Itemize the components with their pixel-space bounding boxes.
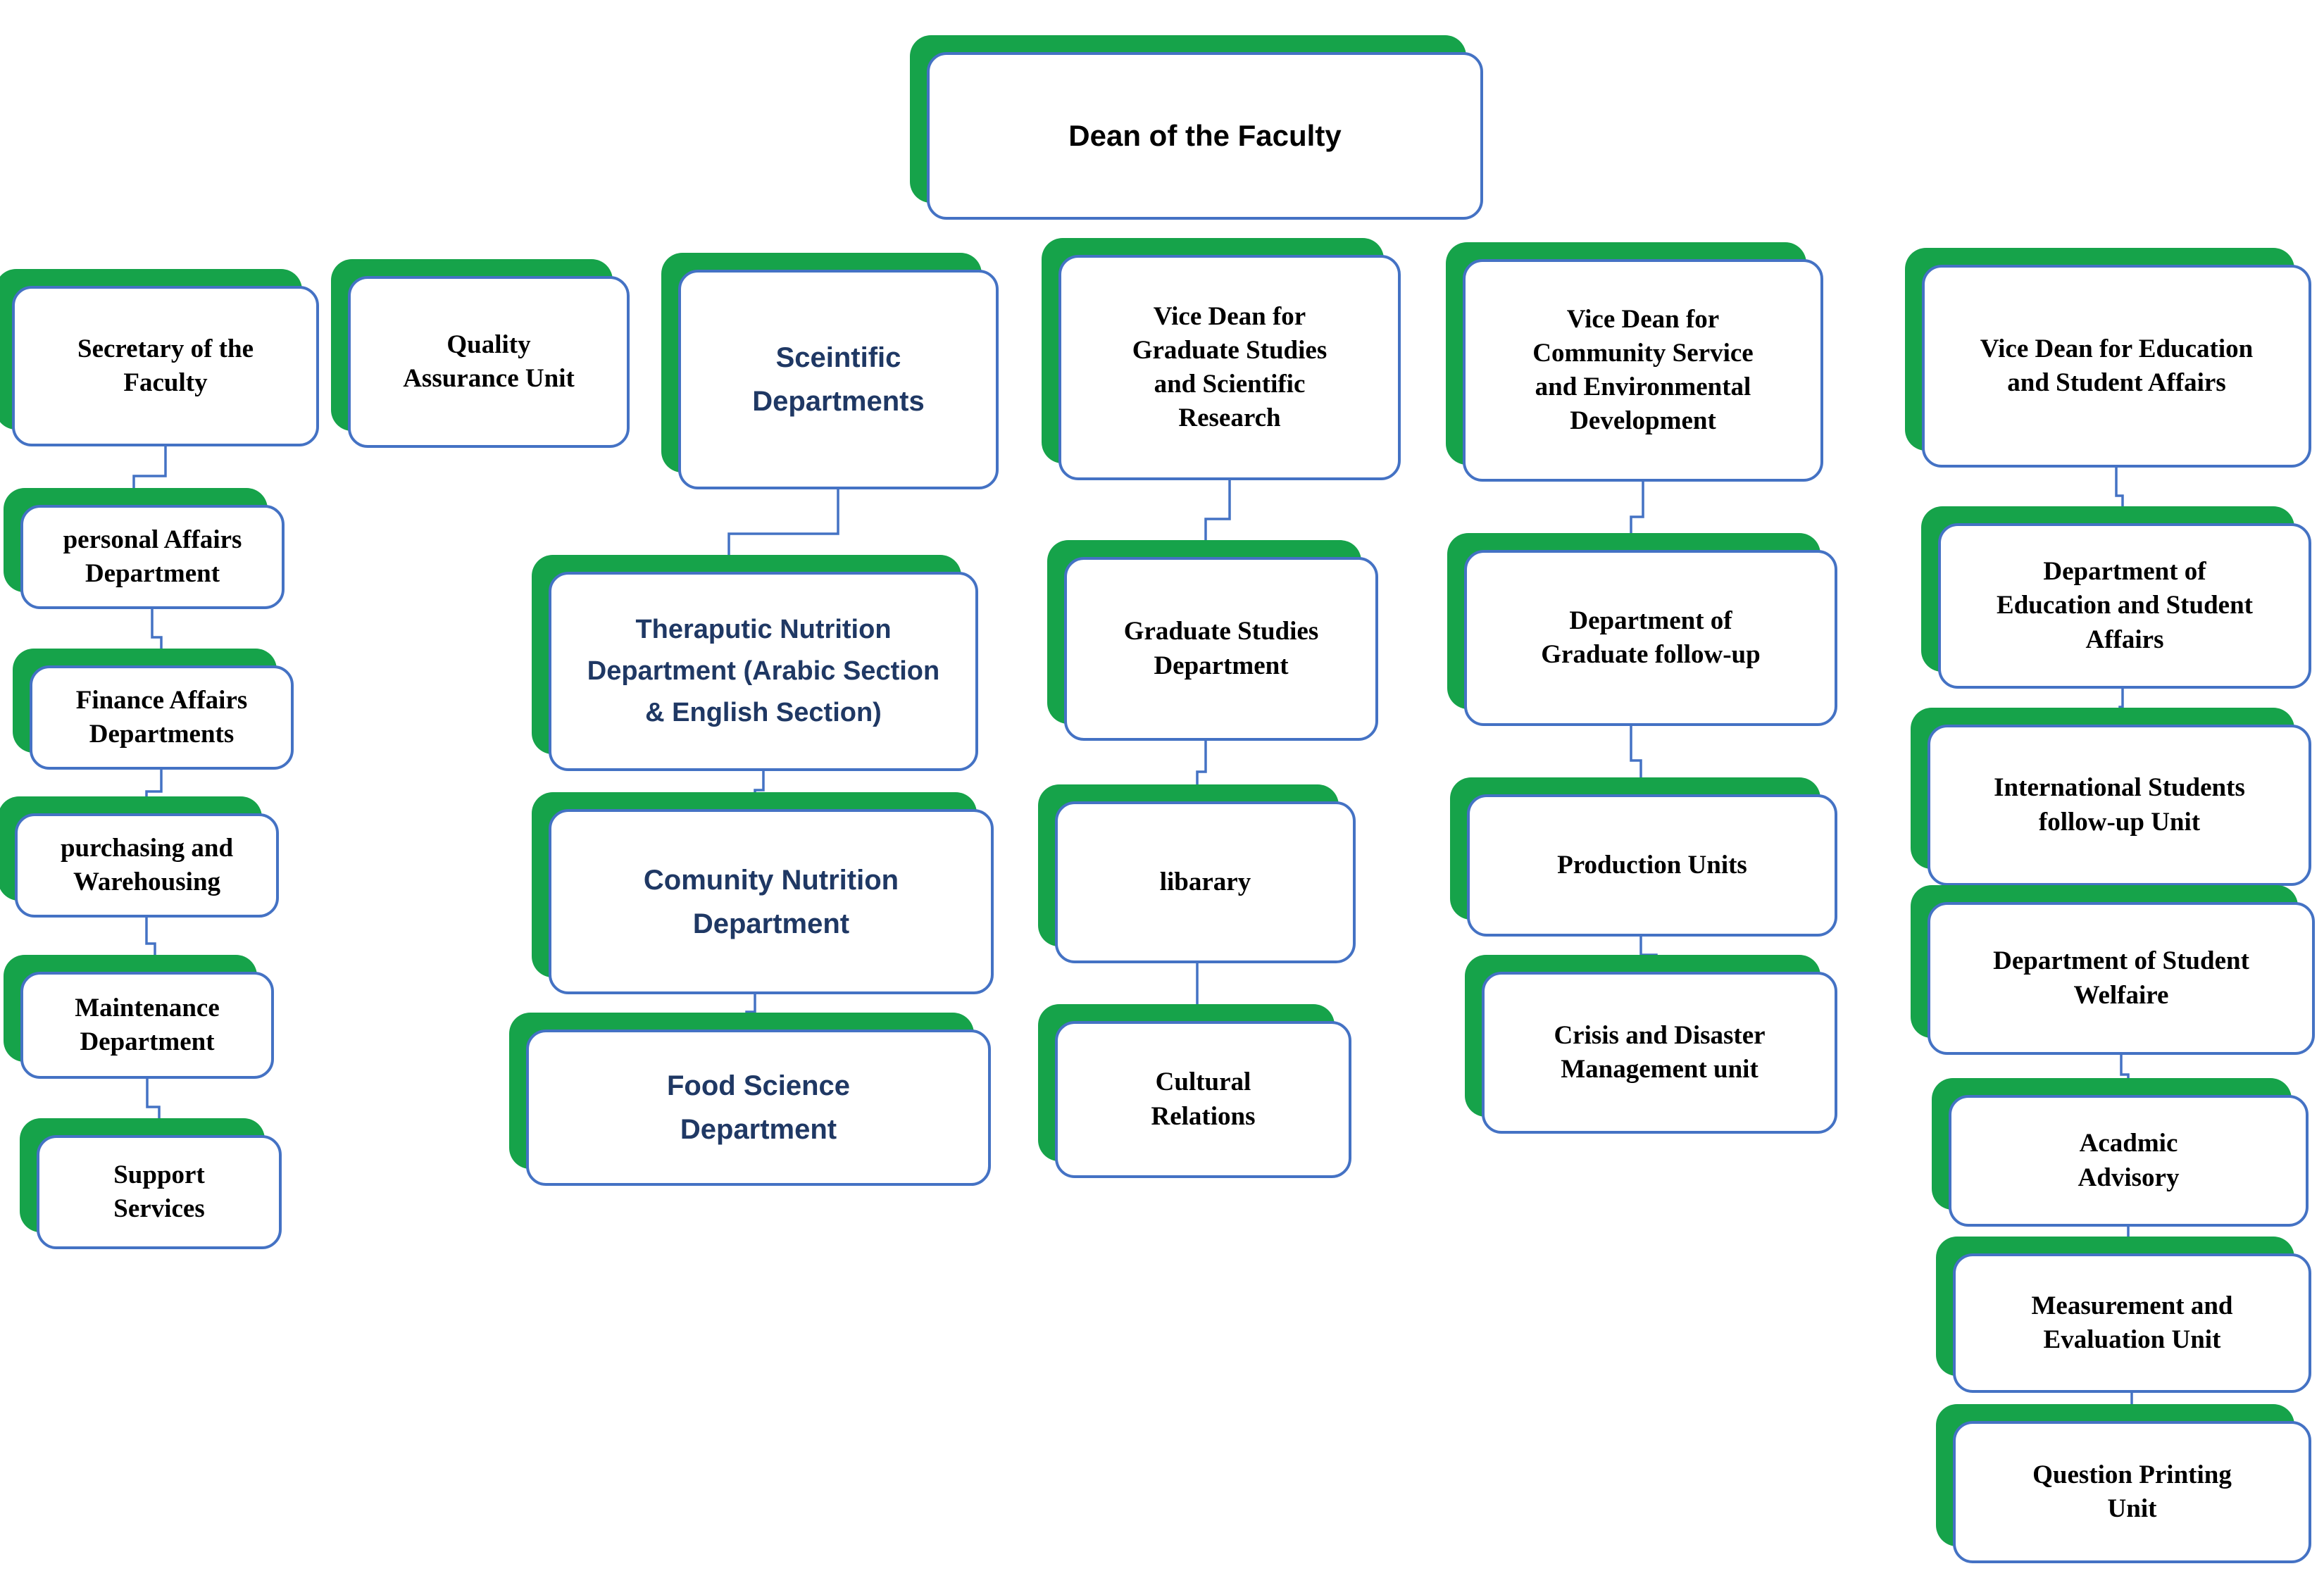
org-node-dean: Dean of the Faculty xyxy=(910,35,1483,220)
node-label: Vice Dean for Graduate Studies and Scien… xyxy=(1132,301,1327,433)
node-label: Graduate Studies Department xyxy=(1123,617,1319,680)
org-node-graduate-followup: Department of Graduate follow-up xyxy=(1447,533,1837,726)
node-label: Food Science Department xyxy=(666,1070,851,1145)
org-node-graduate-studies: Graduate Studies Department xyxy=(1047,540,1378,741)
org-node-scientific-departments: Sceintific Departments xyxy=(661,253,999,489)
org-node-vice-dean-community: Vice Dean for Community Service and Envi… xyxy=(1446,242,1823,482)
node-label: Maintenance Department xyxy=(75,993,220,1056)
node-box: Vice Dean for Graduate Studies and Scien… xyxy=(1058,255,1401,480)
node-label: Cultural Relations xyxy=(1151,1068,1256,1131)
node-label: Vice Dean for Education and Student Affa… xyxy=(1980,334,2254,397)
org-node-therapeutic-nutrition: Theraputic Nutrition Department (Arabic … xyxy=(532,555,978,771)
node-label: Theraputic Nutrition Department (Arabic … xyxy=(587,615,940,727)
org-node-personal-affairs: personal Affairs Department xyxy=(4,488,285,609)
node-box: Department of Student Welfaire xyxy=(1928,902,2315,1055)
node-box: personal Affairs Department xyxy=(20,505,285,609)
node-box: Department of Education and Student Affa… xyxy=(1938,523,2311,689)
node-box: Vice Dean for Education and Student Affa… xyxy=(1922,265,2311,468)
node-box: Department of Graduate follow-up xyxy=(1464,550,1837,726)
node-label: Measurement and Evaluation Unit xyxy=(2031,1291,2233,1354)
org-node-international-students: International Students follow-up Unit xyxy=(1911,708,2311,886)
node-label: Crisis and Disaster Management unit xyxy=(1554,1020,1766,1084)
org-node-production-units: Production Units xyxy=(1450,777,1837,937)
node-box: Crisis and Disaster Management unit xyxy=(1482,972,1837,1134)
node-box: Secretary of the Faculty xyxy=(12,286,319,446)
node-label: Dean of the Faculty xyxy=(1068,118,1342,152)
org-node-question-printing: Question Printing Unit xyxy=(1936,1404,2311,1563)
node-label: personal Affairs Department xyxy=(63,525,242,588)
node-label: Quality Assurance Unit xyxy=(403,330,575,393)
node-label: Finance Affairs Departments xyxy=(75,685,248,749)
org-node-education-student-affairs: Department of Education and Student Affa… xyxy=(1921,506,2311,689)
node-label: purchasing and Warehousing xyxy=(60,833,234,896)
node-label: Vice Dean for Community Service and Envi… xyxy=(1532,304,1754,436)
connector-scientific-therapeutic xyxy=(727,489,839,572)
org-node-academic-advisory: Acadmic Advisory xyxy=(1932,1078,2309,1227)
node-label: Question Printing Unit xyxy=(2032,1460,2232,1523)
node-box: Comunity Nutrition Department xyxy=(549,809,994,994)
org-node-maintenance: Maintenance Department xyxy=(4,955,274,1079)
node-label: International Students follow-up Unit xyxy=(1994,773,2245,837)
org-node-support-services: Support Services xyxy=(20,1118,282,1249)
org-node-cultural-relations: Cultural Relations xyxy=(1038,1004,1351,1178)
node-box: Vice Dean for Community Service and Envi… xyxy=(1463,259,1823,482)
node-box: Sceintific Departments xyxy=(678,270,999,489)
node-box: Maintenance Department xyxy=(20,972,274,1079)
node-box: Theraputic Nutrition Department (Arabic … xyxy=(549,572,978,771)
org-node-finance-affairs: Finance Affairs Departments xyxy=(13,649,294,770)
node-label: Department of Student Welfaire xyxy=(1993,946,2249,1010)
node-label: Department of Education and Student Affa… xyxy=(1997,557,2253,654)
org-node-student-welfare: Department of Student Welfaire xyxy=(1911,885,2315,1055)
org-node-library: libarary xyxy=(1038,784,1356,963)
node-box: Quality Assurance Unit xyxy=(348,276,630,448)
node-box: Food Science Department xyxy=(526,1029,991,1186)
node-box: Support Services xyxy=(37,1135,282,1249)
org-node-food-science: Food Science Department xyxy=(509,1013,991,1186)
node-label: Comunity Nutrition Department xyxy=(643,864,899,939)
org-node-community-nutrition: Comunity Nutrition Department xyxy=(532,792,994,994)
node-label: Secretary of the Faculty xyxy=(77,334,254,397)
node-box: International Students follow-up Unit xyxy=(1928,725,2311,886)
node-box: Graduate Studies Department xyxy=(1064,557,1378,741)
node-label: Production Units xyxy=(1557,850,1747,880)
node-box: Acadmic Advisory xyxy=(1949,1095,2309,1227)
org-node-quality-assurance: Quality Assurance Unit xyxy=(331,259,630,448)
org-node-measurement-evaluation: Measurement and Evaluation Unit xyxy=(1936,1237,2311,1393)
connector-vicegrad-gradstudies xyxy=(1204,480,1231,557)
org-node-secretary: Secretary of the Faculty xyxy=(0,269,319,446)
node-label: Support Services xyxy=(113,1160,205,1223)
node-box: libarary xyxy=(1055,801,1356,963)
node-box: Question Printing Unit xyxy=(1953,1421,2311,1563)
node-label: Department of Graduate follow-up xyxy=(1541,606,1761,669)
node-box: Cultural Relations xyxy=(1055,1021,1351,1178)
org-node-vice-dean-graduate: Vice Dean for Graduate Studies and Scien… xyxy=(1042,238,1401,480)
node-label: Acadmic Advisory xyxy=(2078,1129,2180,1192)
node-box: Measurement and Evaluation Unit xyxy=(1953,1253,2311,1393)
node-box: Production Units xyxy=(1467,794,1837,937)
org-node-vice-dean-education: Vice Dean for Education and Student Affa… xyxy=(1905,248,2311,468)
org-node-crisis-management: Crisis and Disaster Management unit xyxy=(1465,955,1837,1134)
node-label: libarary xyxy=(1159,867,1251,896)
org-node-purchasing-warehousing: purchasing and Warehousing xyxy=(0,796,279,918)
node-label: Sceintific Departments xyxy=(752,342,925,417)
node-box: purchasing and Warehousing xyxy=(15,813,279,918)
node-box: Dean of the Faculty xyxy=(927,52,1483,220)
node-box: Finance Affairs Departments xyxy=(30,665,294,770)
